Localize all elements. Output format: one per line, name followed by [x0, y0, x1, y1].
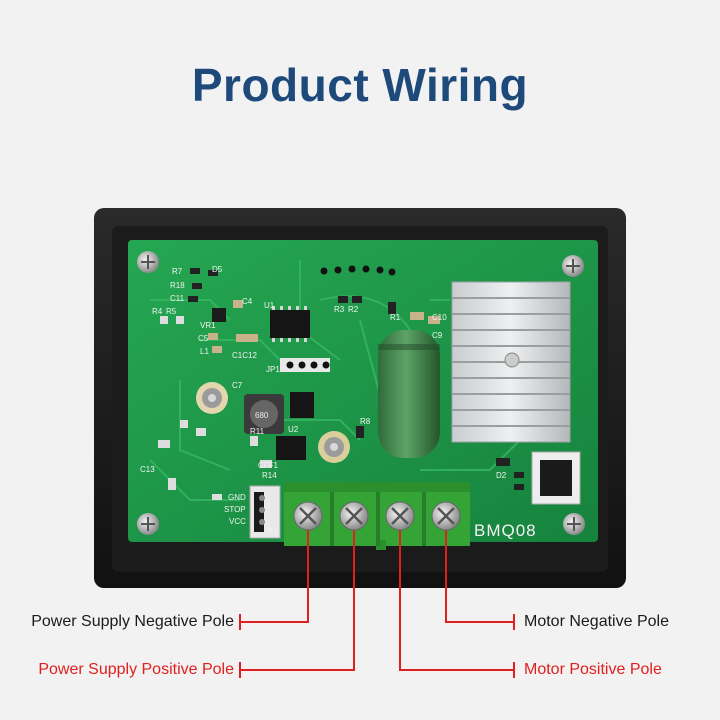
ic-u2 [276, 436, 306, 460]
silk-c9: C9 [432, 331, 443, 340]
silk-d5: D5 [212, 265, 223, 274]
label-motor-negative: Motor Negative Pole [524, 613, 669, 630]
silk-l1: L1 [200, 347, 209, 356]
wire-power-negative [240, 530, 309, 623]
mosfet-small [290, 392, 314, 418]
terminal-screw-4[interactable] [431, 501, 461, 531]
terminal-screw-3[interactable] [385, 501, 415, 531]
silk-vcc: VCC [229, 517, 246, 526]
silk-cff1: CFF1 [258, 461, 279, 470]
heatsink [451, 281, 571, 443]
silk-r5: R5 [166, 307, 177, 316]
label-power-supply-positive: Power Supply Positive Pole [38, 661, 234, 678]
silk-vr1: VR1 [200, 321, 216, 330]
wire-power-positive [240, 530, 355, 671]
silk-c11: C11 [170, 294, 185, 303]
jp1-header [280, 358, 330, 372]
silk-p1: P1 [268, 527, 278, 536]
silk-r8: R8 [360, 417, 371, 426]
silk-r4: R4 [152, 307, 163, 316]
silk-r2: R2 [348, 305, 359, 314]
silk-r18: R18 [170, 281, 185, 290]
wire-motor-negative [445, 530, 514, 623]
silk-gnd: GND [228, 493, 246, 502]
label-motor-positive: Motor Positive Pole [524, 661, 662, 678]
terminal-screw-2[interactable] [339, 501, 369, 531]
silk-c4: C4 [242, 297, 253, 306]
screw-bottom-left [137, 513, 159, 535]
label-power-supply-negative: Power Supply Negative Pole [31, 613, 234, 630]
capacitor-large [378, 330, 440, 458]
capacitor-small-left [196, 382, 228, 414]
silk-d2: D2 [496, 471, 507, 480]
screw-top-right [562, 255, 584, 277]
silkscreen: R7 D5 R18 C11 R4 R5 VR1 C5 L1 C4 C1C12 U… [140, 265, 507, 536]
page-title: Product Wiring [191, 59, 529, 111]
silk-jp1: JP1 [266, 365, 280, 374]
silk-stop: STOP [224, 505, 246, 514]
ic-u1 [270, 306, 310, 342]
silk-c13: C13 [140, 465, 155, 474]
silk-c10: C10 [432, 313, 447, 322]
terminal-screw-1[interactable] [293, 501, 323, 531]
silk-c7: C7 [232, 381, 243, 390]
screw-bottom-right [563, 513, 585, 535]
silk-r14: R14 [262, 471, 277, 480]
silk-u2: U2 [288, 425, 299, 434]
silk-u1: U1 [264, 301, 275, 310]
silk-c1c12: C1C12 [232, 351, 257, 360]
silk-c5: C5 [198, 334, 209, 343]
silk-r7: R7 [172, 267, 183, 276]
silk-r3: R3 [334, 305, 345, 314]
wiring-lines [239, 530, 515, 678]
model-label: BMQ08 [474, 521, 537, 540]
silk-r1: R1 [390, 313, 401, 322]
screw-top-left [137, 251, 159, 273]
smd-components [158, 268, 524, 500]
pcb-traces [149, 260, 521, 501]
pin-header-top [320, 265, 396, 276]
capacitor-small-middle [318, 431, 350, 463]
control-connector [249, 485, 281, 539]
silk-680: 680 [255, 411, 269, 420]
power-transistor [531, 451, 581, 505]
wire-motor-positive [399, 530, 514, 671]
inductor-680 [244, 394, 284, 434]
silk-r11: R11 [250, 427, 265, 436]
